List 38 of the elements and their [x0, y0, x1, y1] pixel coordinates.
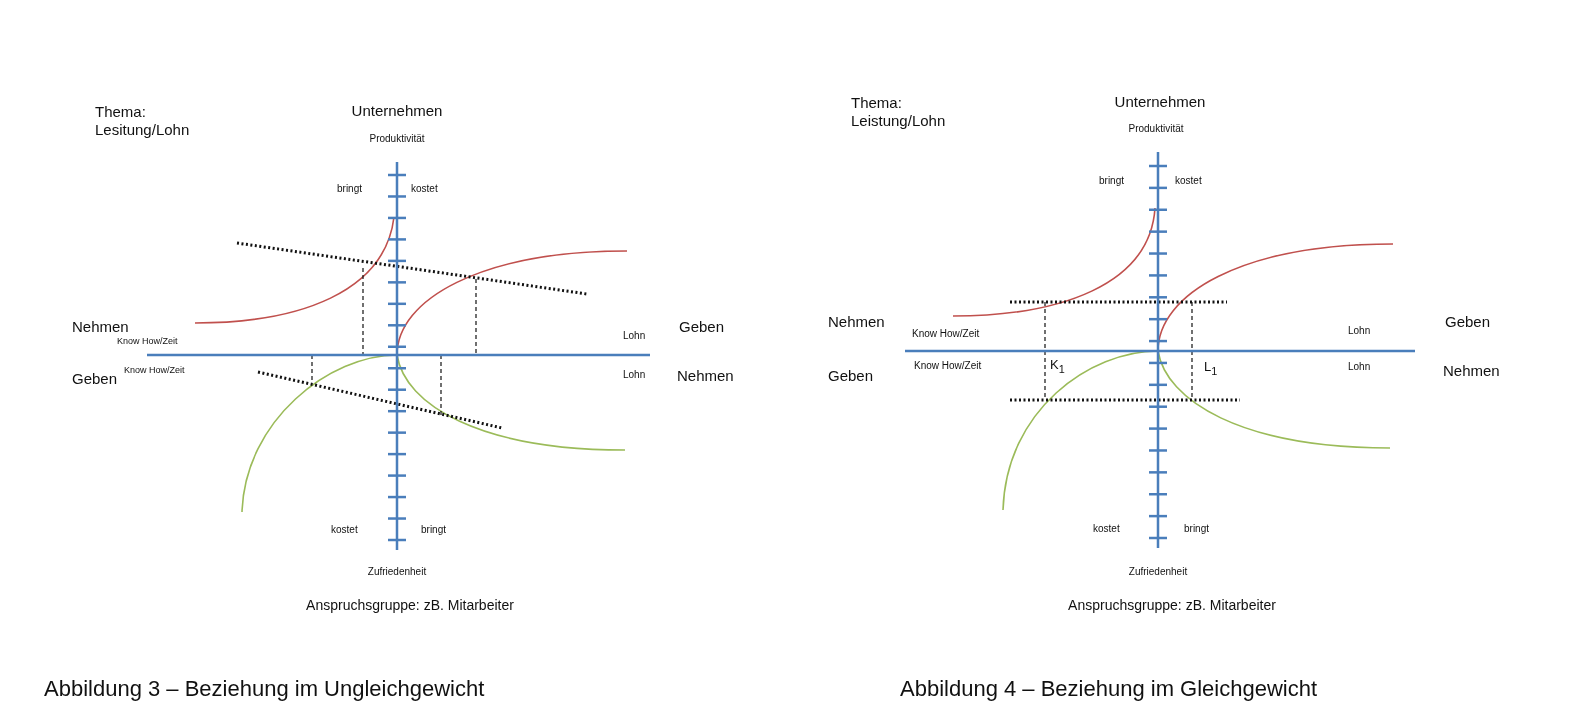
- figure-caption: Abbildung 3 – Beziehung im Ungleichgewicht: [44, 676, 485, 703]
- axis-title: Nehmen: [1443, 362, 1500, 380]
- axis-label: Lohn: [1348, 325, 1371, 337]
- axis-label: Zufriedenheit: [367, 566, 427, 578]
- axis-title: Nehmen: [828, 313, 885, 331]
- axis-label: Lohn: [1348, 361, 1371, 373]
- group-label: Anspruchsgruppe: zB. Mitarbeiter: [1068, 597, 1276, 614]
- axis-title: Nehmen: [72, 318, 129, 336]
- axis-title: Unternehmen: [1114, 93, 1206, 111]
- topic-label: Thema: Leistung/Lohn: [851, 94, 947, 130]
- axis-label: Produktivität: [369, 133, 425, 145]
- point-label: L$_{1}$: [1204, 359, 1218, 378]
- axis-label: bringt: [1184, 523, 1209, 535]
- figure-caption: Abbildung 4 – Beziehung im Gleichgewicht: [900, 676, 1318, 703]
- axis-label: kostet: [331, 524, 358, 536]
- axis-label: Produktivität: [1128, 123, 1184, 135]
- axis-title: Geben: [679, 318, 725, 336]
- point-label: K$_{1}$: [1050, 357, 1065, 376]
- axis-label: kostet: [411, 183, 438, 195]
- axis-title: Geben: [72, 370, 118, 388]
- axis-label: Know How/Zeit: [914, 360, 982, 372]
- axis-label: bringt: [337, 183, 362, 195]
- axis-label: Know How/Zeit: [117, 336, 178, 347]
- topic-label: Thema: Lesitung/Lohn: [95, 103, 191, 139]
- axis-label: Lohn: [623, 369, 646, 381]
- axis-title: Geben: [828, 367, 874, 385]
- axis-label: kostet: [1175, 175, 1202, 187]
- axis-title: Geben: [1445, 313, 1491, 331]
- axis-label: Know How/Zeit: [912, 328, 980, 340]
- axis-label: Zufriedenheit: [1128, 566, 1188, 578]
- axis-label: bringt: [1099, 175, 1124, 187]
- axis-title: Unternehmen: [351, 102, 443, 120]
- axis-label: Lohn: [623, 330, 646, 342]
- group-label: Anspruchsgruppe: zB. Mitarbeiter: [306, 597, 514, 614]
- axis-title: Nehmen: [677, 367, 734, 385]
- axis-label: kostet: [1093, 523, 1120, 535]
- axis-label: Know How/Zeit: [124, 365, 185, 376]
- axis-label: bringt: [421, 524, 446, 536]
